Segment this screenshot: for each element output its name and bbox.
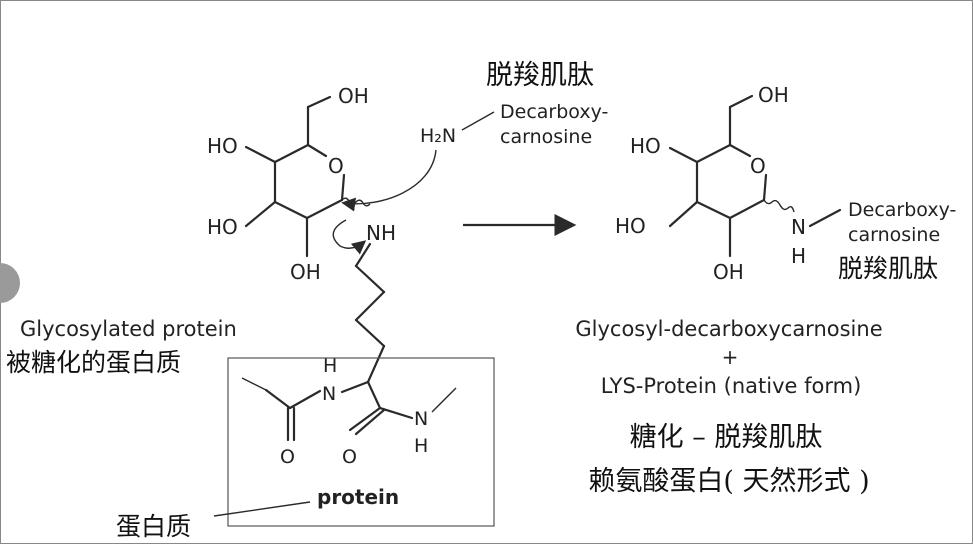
right-oh-top: OH — [758, 83, 789, 107]
left-sugar-ring — [244, 95, 371, 258]
left-oh-bottom: OH — [290, 260, 321, 284]
left-edge-button — [0, 263, 20, 303]
left-oh-top: OH — [338, 84, 369, 108]
product-cn-line1: 糖化 – 脱羧肌肽 — [630, 422, 823, 453]
curly-arrow-nh — [332, 219, 367, 255]
left-caption-en: Glycosylated protein — [20, 317, 237, 341]
reagent-bond — [461, 111, 495, 131]
reagent-amine: H₂N — [420, 125, 456, 147]
product-cn-line2: 赖氨酸蛋白( 天然形式 ) — [588, 466, 869, 497]
right-name-line1: Decarboxy- — [848, 199, 956, 221]
left-ho-1: HO — [207, 134, 238, 158]
protein-cn-label: 蛋白质 — [116, 512, 191, 541]
lysine-side-chain — [354, 242, 386, 384]
left-nh: NH — [366, 221, 396, 245]
left-ho-2: HO — [207, 215, 238, 239]
reagent-name-line2: carnosine — [500, 126, 592, 148]
right-ring-oxygen: O — [750, 154, 766, 178]
backbone-o-left: O — [280, 446, 295, 468]
backbone-h-bottom: H — [414, 435, 428, 457]
right-n: N — [791, 215, 806, 239]
reagent-cn-label: 脱羧肌肽 — [486, 60, 594, 91]
backbone-n-right: N — [414, 408, 428, 430]
right-h: H — [791, 244, 806, 268]
backbone-h-top: H — [323, 355, 337, 377]
right-sugar-ring — [668, 94, 842, 258]
right-name-cn: 脱羧肌肽 — [838, 254, 938, 283]
protein-pointer-line — [213, 501, 311, 517]
left-caption-cn: 被糖化的蛋白质 — [6, 348, 181, 377]
product-plus: + — [722, 345, 739, 369]
right-oh-bottom: OH — [713, 260, 744, 284]
reagent-name-line1: Decarboxy- — [500, 101, 608, 123]
left-ring-oxygen: O — [328, 154, 344, 178]
product-line2: LYS-Protein (native form) — [601, 374, 862, 398]
backbone-o-right: O — [342, 446, 357, 468]
protein-box-label: protein — [317, 485, 399, 509]
right-ho-2: HO — [615, 214, 646, 238]
protein-box — [227, 357, 495, 527]
product-line1: Glycosyl-decarboxycarnosine — [575, 317, 882, 341]
right-name-line2: carnosine — [848, 224, 940, 246]
backbone-n-left: N — [322, 383, 336, 405]
right-ho-1: HO — [630, 134, 661, 158]
peptide-backbone — [241, 377, 457, 442]
attack-arrow — [341, 149, 437, 212]
